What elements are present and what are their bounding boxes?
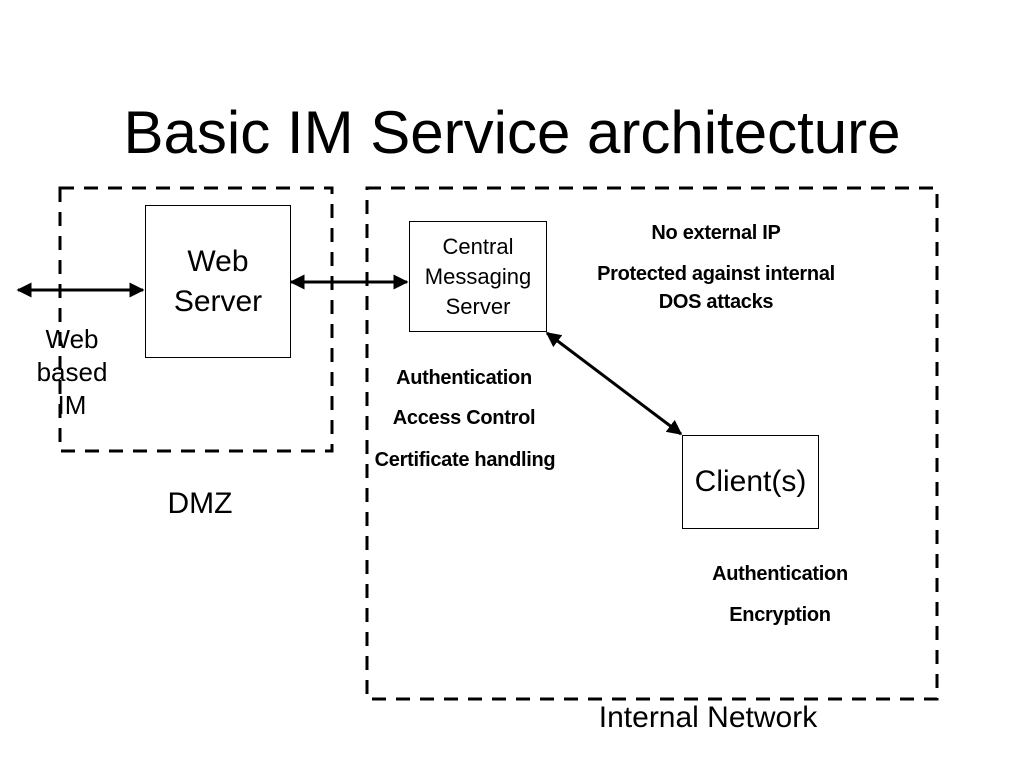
- web-server-label: Web Server: [173, 244, 263, 318]
- client-authentication-note: Authentication: [712, 563, 848, 585]
- dos-protection-note: Protected against internal DOS attacks: [597, 263, 835, 313]
- access-control-note: Access Control: [392, 407, 536, 429]
- central-messaging-server-label: Central Messaging Server: [424, 233, 532, 319]
- web-based-im-label: Web based IM: [36, 324, 108, 420]
- dmz-zone: [58, 186, 334, 453]
- clients-box: Client(s): [682, 435, 819, 529]
- certificate-handling-note: Certificate handling: [374, 449, 556, 471]
- page-title: Basic IM Service architecture: [123, 99, 901, 166]
- no-external-ip-note: No external IP: [651, 222, 781, 244]
- central-client-arrow: [545, 331, 683, 436]
- clients-label: Client(s): [694, 465, 807, 498]
- central-messaging-server-box: Central Messaging Server: [409, 221, 547, 332]
- web-server-box: Web Server: [145, 205, 291, 358]
- encryption-note: Encryption: [729, 604, 831, 626]
- server-authentication-note: Authentication: [396, 367, 532, 389]
- internal-network-zone: [365, 186, 939, 701]
- dmz-label: DMZ: [167, 487, 233, 520]
- internal-network-label: Internal Network: [598, 701, 818, 734]
